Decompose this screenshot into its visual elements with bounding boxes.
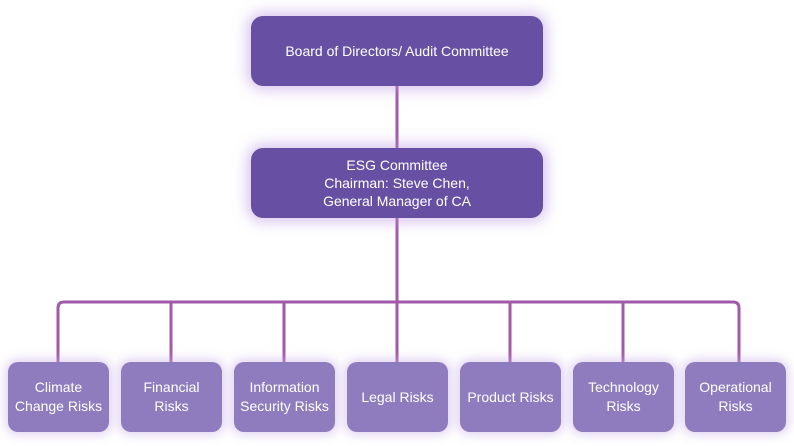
risk-label-line: Risks bbox=[718, 398, 753, 414]
risk-label-line: Product Risks bbox=[467, 388, 554, 405]
risk-label-line: Operational bbox=[699, 379, 772, 395]
esg-committee-chairman-role: General Manager of CA bbox=[323, 193, 471, 209]
risk-label-line: Security Risks bbox=[240, 398, 329, 414]
risk-box-legal: Legal Risks bbox=[347, 362, 448, 432]
risk-label-line: Risks bbox=[606, 398, 641, 414]
esg-committee-box: ESG Committee Chairman: Steve Chen, Gene… bbox=[251, 148, 543, 218]
risk-box-technology: Technology Risks bbox=[573, 362, 674, 432]
risk-label-line: Legal Risks bbox=[361, 388, 434, 405]
risk-label-line: Information bbox=[249, 379, 320, 395]
risk-label-line: Technology bbox=[588, 379, 659, 395]
board-of-directors-box: Board of Directors/ Audit Committee bbox=[251, 16, 543, 86]
esg-committee-chairman: Chairman: Steve Chen, bbox=[324, 175, 470, 191]
risk-box-information-security: Information Security Risks bbox=[234, 362, 335, 432]
risk-box-climate-change: Climate Change Risks bbox=[8, 362, 109, 432]
risk-box-product: Product Risks bbox=[460, 362, 561, 432]
risk-box-operational: Operational Risks bbox=[685, 362, 786, 432]
risk-label-line: Climate bbox=[34, 379, 83, 395]
risk-label-line: Risks bbox=[154, 398, 189, 414]
board-of-directors-label: Board of Directors/ Audit Committee bbox=[285, 43, 509, 59]
esg-committee-title: ESG Committee bbox=[346, 157, 448, 173]
risk-label-line: Change Risks bbox=[14, 398, 103, 414]
risk-label-line: Financial bbox=[143, 379, 200, 395]
risk-box-financial: Financial Risks bbox=[121, 362, 222, 432]
